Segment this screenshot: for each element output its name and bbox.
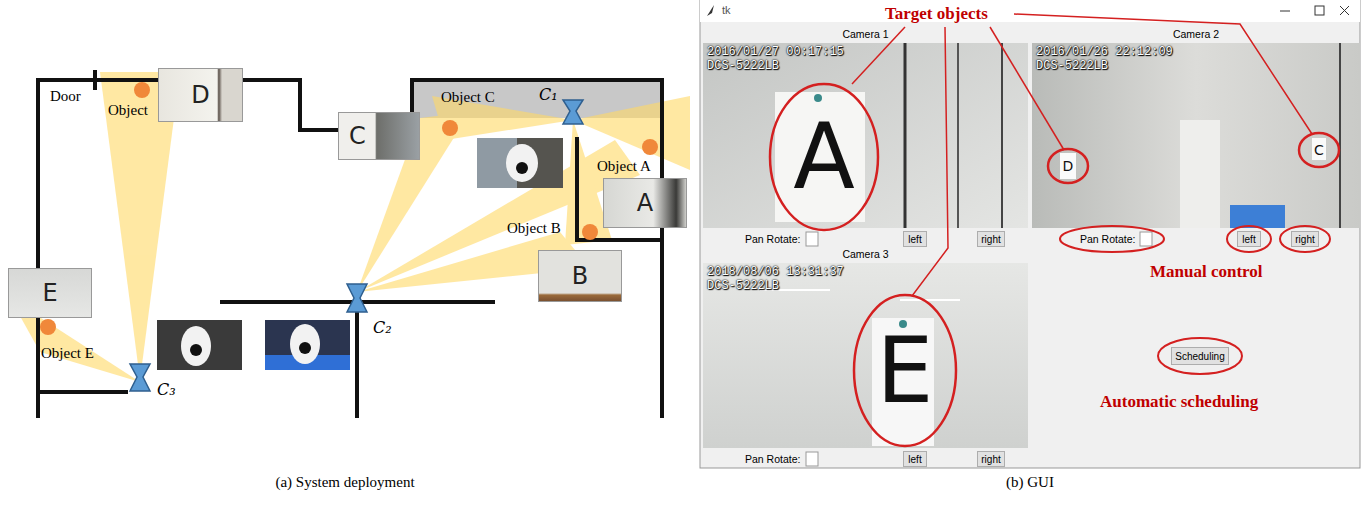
title-bar <box>700 0 1360 22</box>
gui-button: left <box>1237 231 1261 247</box>
camera-overlay-text: 2016/01/27 00:17:15 <box>707 45 844 59</box>
field-label: Pan Rotate: <box>1080 233 1135 245</box>
gui-button: left <box>903 451 927 467</box>
object-letter: E <box>42 279 57 307</box>
gui-button: right <box>977 451 1005 467</box>
window-frame <box>700 0 1360 468</box>
target-ellipse: D <box>1046 147 1090 185</box>
walls <box>38 70 662 418</box>
object-card: E <box>8 268 92 318</box>
object-card: B <box>538 250 622 302</box>
object-letter: E <box>877 326 934 416</box>
button-label: right <box>981 234 1000 245</box>
object-letter: B <box>572 262 588 290</box>
plan-label: Object C <box>441 89 495 106</box>
button-label: left <box>1242 234 1255 245</box>
plan-label: Door <box>50 88 81 105</box>
input-box <box>806 232 1152 466</box>
button-label: Scheduling <box>1175 351 1224 362</box>
camera-feed <box>703 43 1360 448</box>
gui-button: Scheduling <box>1171 347 1229 365</box>
button-label: left <box>908 454 921 465</box>
button-label: right <box>981 454 1000 465</box>
camera-overlay-text: DCS-5222LB <box>1036 59 1108 73</box>
annotation: Target objects <box>885 4 988 24</box>
plan-label: Object B <box>507 220 561 237</box>
camera-panel: Camera 3 2018/08/06 13:31:37DCS-5222LB E <box>703 248 1028 448</box>
gui-button: right <box>1291 231 1319 247</box>
plan-label: Object <box>108 102 148 119</box>
window-controls <box>1280 6 1349 15</box>
camera-panel: Camera 2 2016/01/26 22:12:09DCS-5222LB D C <box>1032 28 1360 228</box>
plan-label: Object A <box>597 158 651 175</box>
camera-panel: Camera 1 2016/01/27 00:17:15DCS-5222LB A <box>703 28 1028 228</box>
gui-button: left <box>903 231 927 247</box>
field-label: Pan Rotate: <box>745 453 800 465</box>
panel-heading: Camera 1 <box>703 28 1028 40</box>
leader-line <box>852 14 1312 296</box>
highlight-ellipse <box>1060 226 1330 374</box>
camera-overlay-text: DCS-5222LB <box>707 279 779 293</box>
object-letter: C <box>349 122 366 150</box>
subfigure-caption: (b) GUI <box>1006 474 1054 491</box>
object-dot <box>40 82 658 335</box>
camera-photo <box>157 138 563 370</box>
object-card: C <box>338 112 420 160</box>
panel-heading: Camera 3 <box>703 248 1028 260</box>
gui-button: right <box>977 231 1005 247</box>
plan-label: C₂ <box>373 318 392 337</box>
button-label: right <box>1295 234 1314 245</box>
camera-overlay-text: DCS-5222LB <box>707 59 779 73</box>
plan-label: Object E <box>41 345 94 362</box>
object-letter: C <box>1314 143 1324 157</box>
camera-overlay-text: 2016/01/26 22:12:09 <box>1036 45 1173 59</box>
object-letter: D <box>1063 159 1074 173</box>
target-ellipse: C <box>1297 131 1341 169</box>
camera-symbol <box>130 100 583 391</box>
object-card: A <box>603 178 687 228</box>
object-letter: A <box>793 112 855 202</box>
button-label: left <box>908 234 921 245</box>
object-card: D <box>158 68 243 122</box>
target-ellipse: A <box>768 82 880 232</box>
object-letter: A <box>637 189 653 217</box>
panel-heading: Camera 2 <box>1032 28 1360 40</box>
camera-overlay-text: 2018/08/06 13:31:37 <box>707 265 844 279</box>
target-ellipse: E <box>852 293 958 448</box>
annotation: Manual control <box>1150 262 1263 282</box>
field-label: Pan Rotate: <box>745 233 800 245</box>
object-letter: D <box>191 81 209 109</box>
window-icon <box>707 5 714 16</box>
plan-label: C₁ <box>539 85 558 104</box>
plan-label: C₃ <box>157 380 176 399</box>
field-of-view <box>10 72 690 382</box>
plan-label: tk <box>722 4 731 16</box>
annotation: Automatic scheduling <box>1100 392 1258 412</box>
subfigure-caption: (a) System deployment <box>275 474 414 491</box>
